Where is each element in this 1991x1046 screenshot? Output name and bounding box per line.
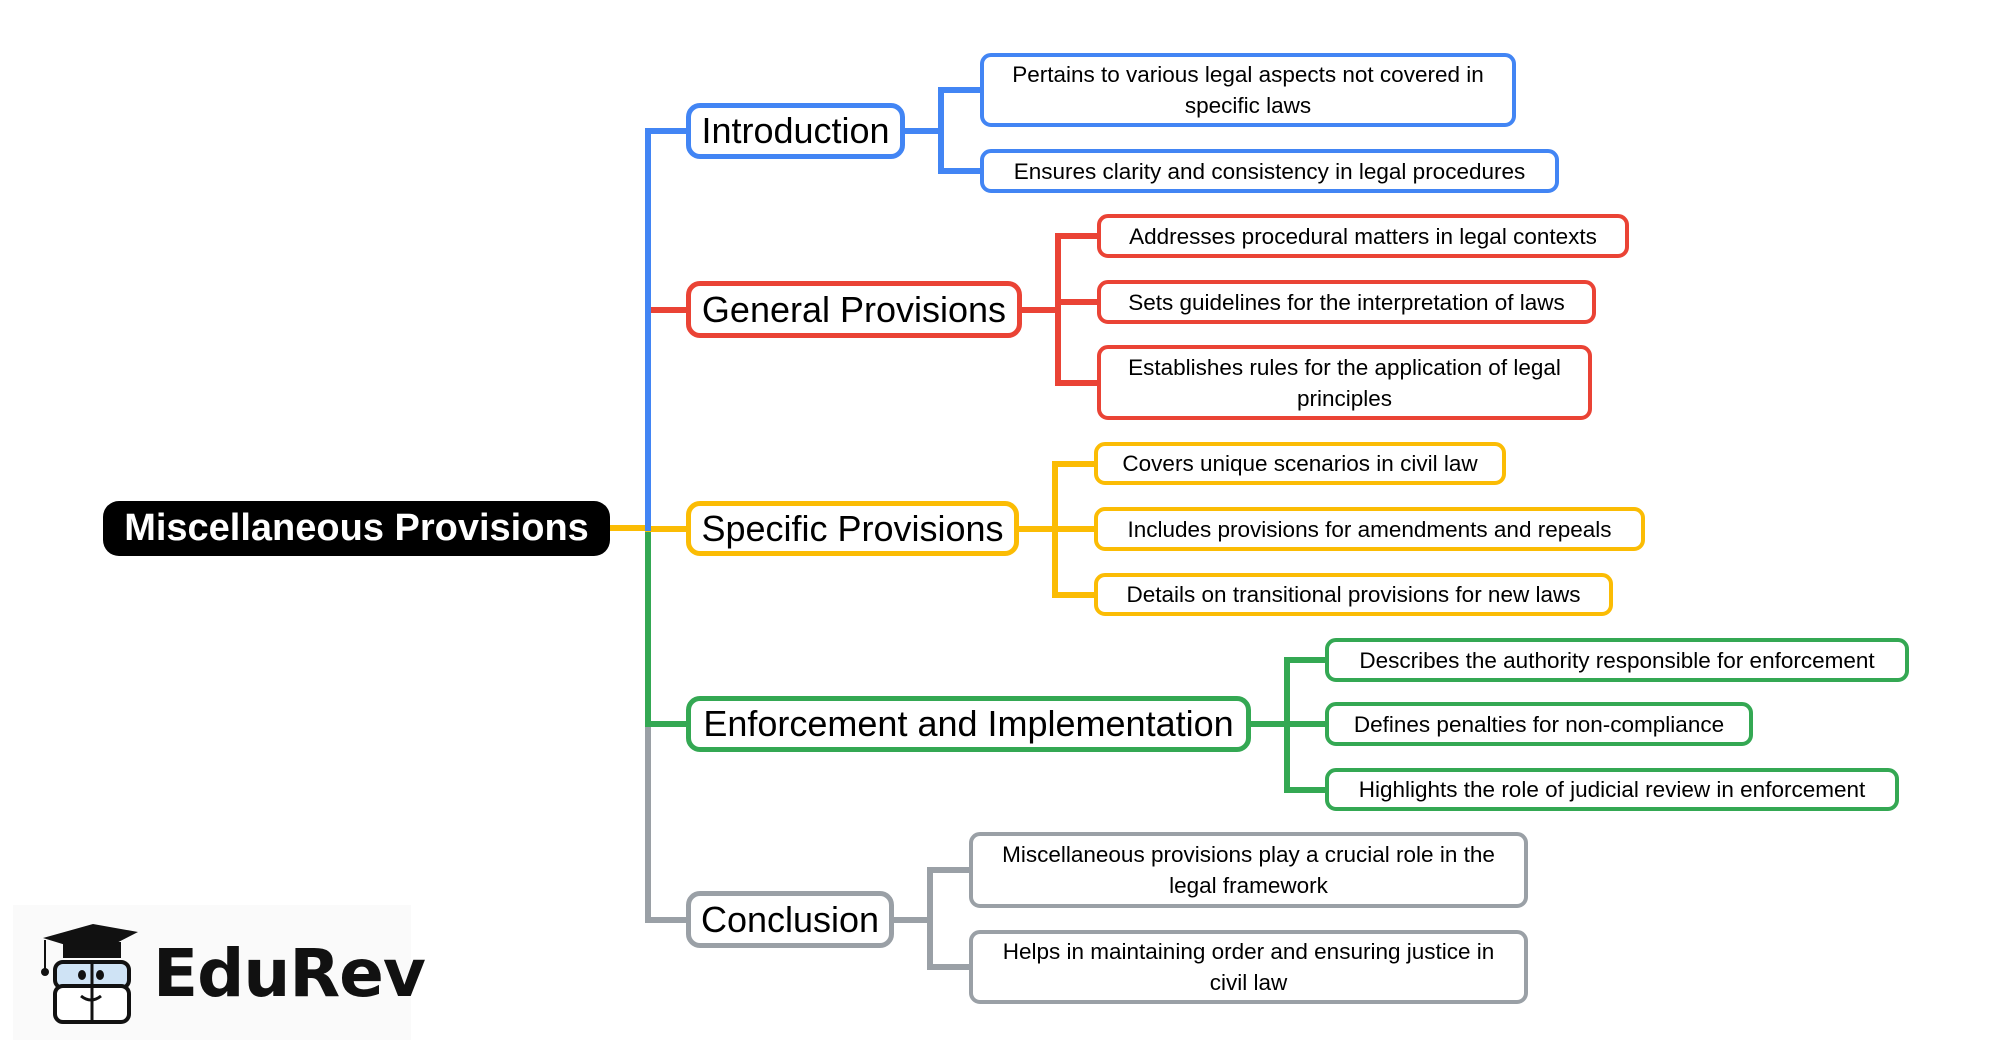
leaf-connector-introduction-0 — [938, 87, 980, 93]
leaf-node-general-2: Establishes rules for the application of… — [1097, 345, 1592, 420]
leaf-connector-general-1 — [1055, 299, 1097, 305]
trunk-line-introduction — [645, 128, 651, 531]
branch-node-conclusion: Conclusion — [686, 891, 894, 948]
leaf-connector-specific-1 — [1052, 526, 1094, 532]
root-connector-line — [610, 525, 645, 531]
leaf-node-conclusion-1: Helps in maintaining order and ensuring … — [969, 930, 1528, 1004]
leaf-connector-introduction-1 — [938, 168, 980, 174]
leaf-node-enforcement-2: Highlights the role of judicial review i… — [1325, 768, 1899, 811]
leaf-connector-conclusion-1 — [927, 964, 969, 970]
branch-node-general: General Provisions — [686, 281, 1022, 338]
leaf-node-specific-2: Details on transitional provisions for n… — [1094, 573, 1613, 616]
branch-connector-specific — [645, 525, 686, 532]
leaf-node-general-1: Sets guidelines for the interpretation o… — [1097, 280, 1596, 324]
trunk-line-enforcement — [645, 525, 651, 727]
edurev-logo: EduRev — [13, 905, 426, 1040]
leaf-node-specific-0: Covers unique scenarios in civil law — [1094, 442, 1506, 485]
branch-connector-introduction — [645, 128, 686, 134]
branch-connector-general — [645, 306, 686, 313]
child-connector-specific — [1019, 525, 1058, 532]
leaf-connector-enforcement-2 — [1284, 786, 1325, 793]
leaf-node-conclusion-0: Miscellaneous provisions play a crucial … — [969, 832, 1528, 908]
leaf-connector-general-2 — [1055, 379, 1097, 386]
child-connector-general — [1022, 306, 1061, 313]
leaf-node-general-0: Addresses procedural matters in legal co… — [1097, 214, 1629, 258]
branch-connector-enforcement — [645, 721, 686, 727]
leaf-connector-enforcement-0 — [1284, 657, 1325, 663]
graduate-cap-book-mascot-icon — [41, 924, 138, 1024]
leaf-node-enforcement-1: Defines penalties for non-compliance — [1325, 702, 1753, 746]
leaf-node-introduction-0: Pertains to various legal aspects not co… — [980, 53, 1516, 127]
child-connector-enforcement — [1251, 721, 1290, 727]
leaf-node-specific-1: Includes provisions for amendments and r… — [1094, 507, 1645, 551]
leaf-connector-specific-0 — [1052, 460, 1094, 467]
child-connector-introduction — [905, 128, 944, 134]
leaf-connector-general-0 — [1055, 233, 1097, 239]
logo-text: EduRev — [153, 935, 426, 1012]
leaf-connector-specific-2 — [1052, 591, 1094, 598]
root-node: Miscellaneous Provisions — [103, 501, 610, 556]
branch-node-specific: Specific Provisions — [686, 501, 1019, 556]
branch-connector-conclusion — [645, 916, 686, 923]
branch-node-enforcement: Enforcement and Implementation — [686, 696, 1251, 752]
leaf-connector-enforcement-1 — [1284, 721, 1325, 727]
child-connector-conclusion — [894, 916, 933, 923]
branch-node-introduction: Introduction — [686, 103, 905, 159]
leaf-connector-conclusion-0 — [927, 867, 969, 873]
leaf-node-enforcement-0: Describes the authority responsible for … — [1325, 638, 1909, 682]
leaf-node-introduction-1: Ensures clarity and consistency in legal… — [980, 149, 1559, 193]
